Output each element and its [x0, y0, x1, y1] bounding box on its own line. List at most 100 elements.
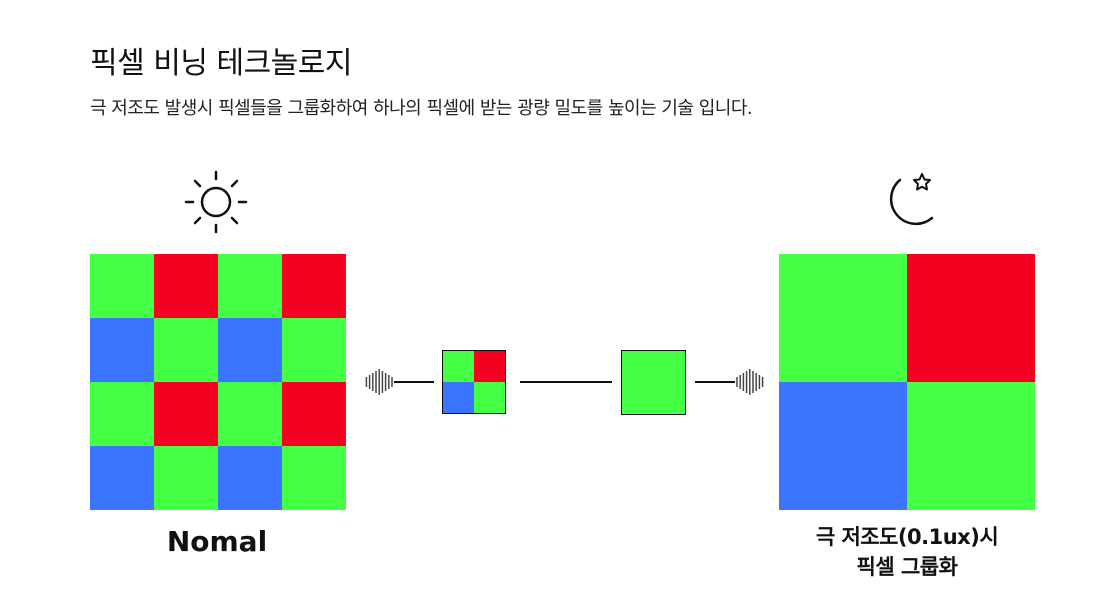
binned-pixel-green: [907, 382, 1035, 510]
normal-pixel-green: [218, 382, 282, 446]
arrow-dot: [365, 385, 368, 387]
arrow-dot: [384, 383, 387, 385]
arrow-dot: [758, 383, 761, 385]
arrow-dot: [384, 375, 387, 377]
binned-pixel-grid: [779, 254, 1035, 510]
arrow-dot: [758, 379, 761, 381]
arrow-dot: [381, 381, 384, 383]
arrow-dot: [761, 381, 764, 383]
arrow-dot: [384, 385, 387, 387]
arrow-dot: [745, 389, 748, 391]
arrow-dot: [761, 379, 764, 381]
arrow-dot: [375, 371, 377, 373]
arrow-dot: [755, 385, 758, 387]
arrow-dot: [736, 379, 738, 381]
arrow-dot: [384, 373, 387, 375]
arrow-dot: [739, 381, 742, 383]
arrow-dot: [381, 375, 384, 377]
mini-pixel-grid: [442, 350, 506, 414]
normal-pixel-grid: [90, 254, 346, 510]
arrow-dot: [378, 393, 381, 395]
arrow-dot: [742, 379, 745, 381]
normal-pixel-blue: [218, 446, 282, 510]
connector-line-middle: [520, 381, 612, 383]
arrow-dot: [368, 381, 371, 383]
normal-pixel-red: [154, 382, 218, 446]
arrow-dot: [748, 369, 751, 371]
arrow-dot: [752, 385, 754, 387]
arrow-dot: [752, 379, 754, 381]
arrow-dot: [752, 391, 754, 393]
arrow-dot: [745, 387, 748, 389]
arrow-dot: [391, 385, 393, 387]
normal-pixel-green: [218, 254, 282, 318]
arrow-dot: [368, 379, 371, 381]
arrow-dot: [742, 373, 745, 375]
arrow-dot: [378, 383, 381, 385]
arrow-dot: [739, 379, 742, 381]
arrow-dot: [381, 379, 384, 381]
normal-pixel-red: [282, 254, 346, 318]
arrow-dot: [378, 377, 381, 379]
arrow-dot: [378, 371, 381, 373]
arrow-dot: [375, 383, 377, 385]
arrow-dot: [761, 377, 764, 379]
arrow-dot: [387, 385, 390, 387]
arrow-dot: [742, 375, 745, 377]
arrow-dot: [391, 377, 393, 379]
arrow-dot: [755, 381, 758, 383]
arrow-dot: [384, 387, 387, 389]
arrow-dot: [761, 383, 764, 385]
page-title: 픽셀 비닝 테크놀로지: [90, 46, 352, 81]
arrow-dot: [365, 381, 368, 383]
arrow-dot: [752, 383, 754, 385]
arrow-dot: [391, 381, 393, 383]
arrow-dot: [387, 377, 390, 379]
arrow-dot: [371, 379, 374, 381]
arrow-dot: [758, 387, 761, 389]
connector-line-right: [695, 381, 735, 383]
arrow-dot: [748, 381, 751, 383]
normal-pixel-red: [154, 254, 218, 318]
arrow-dot: [748, 373, 751, 375]
arrow-dot: [755, 375, 758, 377]
arrow-dot: [755, 377, 758, 379]
arrow-dot: [375, 381, 377, 383]
arrow-dot: [748, 389, 751, 391]
arrow-dot: [371, 381, 374, 383]
arrow-dot: [742, 385, 745, 387]
binned-label-line1: 극 저조도(0.1ux)시: [815, 525, 999, 549]
normal-pixel-green: [90, 254, 154, 318]
arrow-dot: [739, 375, 742, 377]
arrow-dot: [368, 385, 371, 387]
arrow-dot: [375, 375, 377, 377]
arrow-dot: [384, 377, 387, 379]
arrow-dot: [375, 389, 377, 391]
arrow-dot: [371, 375, 374, 377]
mini-pixel-blue: [443, 382, 474, 413]
normal-pixel-blue: [218, 318, 282, 382]
binned-label: 극 저조도(0.1ux)시 픽셀 그룹화: [779, 522, 1035, 582]
arrow-dot: [739, 383, 742, 385]
arrow-dot: [381, 371, 384, 373]
normal-label: Nomal: [166, 525, 268, 558]
arrow-dot: [755, 387, 758, 389]
arrow-dot: [381, 389, 384, 391]
mini-pixel-green: [443, 351, 474, 382]
arrow-dot: [748, 377, 751, 379]
arrow-left-icon: [365, 369, 393, 395]
arrow-dot: [742, 389, 745, 391]
arrow-dot: [365, 379, 368, 381]
arrow-dot: [375, 377, 377, 379]
arrow-dot: [761, 385, 764, 387]
arrow-dot: [381, 373, 384, 375]
arrow-dot: [371, 373, 374, 375]
arrow-dot: [378, 375, 381, 377]
arrow-dot: [371, 389, 374, 391]
arrow-dot: [758, 381, 761, 383]
arrow-dot: [387, 381, 390, 383]
arrow-dot: [387, 387, 390, 389]
arrow-dot: [391, 383, 393, 385]
arrow-dot: [758, 377, 761, 379]
arrow-dot: [391, 379, 393, 381]
